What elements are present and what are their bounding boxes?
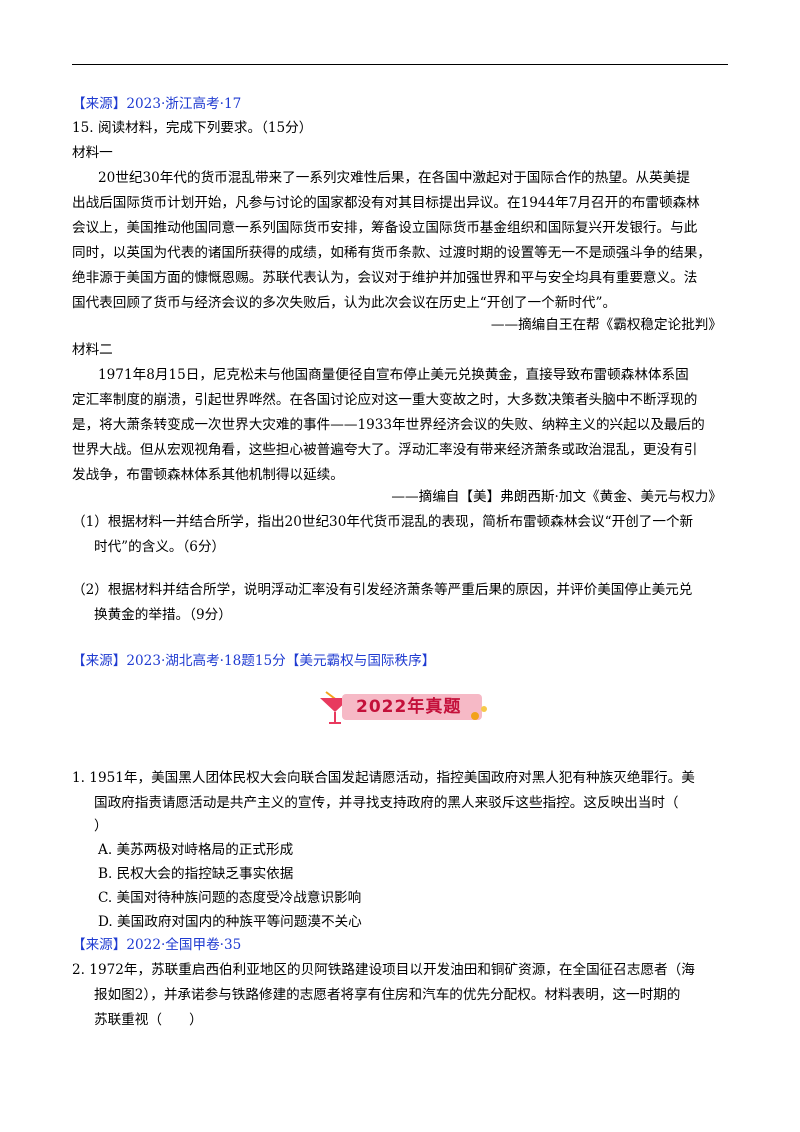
- source-label: 【来源】2023·湖北高考·18题15分【美元霸权与国际秩序】: [72, 653, 436, 669]
- sub-question-2: （2）根据材料并结合所学，说明浮动汇率没有引发经济萧条等严重后果的原因，并评价美…: [72, 582, 693, 598]
- material-2-line: 1971年8月15日，尼克松未与他国商量便径自宣布停止美元兑换黄金，直接导致布雷…: [98, 367, 689, 383]
- banner-background: [342, 694, 482, 720]
- source-label: 【来源】2022·全国甲卷·35: [72, 937, 242, 953]
- material-1-line: 出战后国际货币计划开始，凡参与讨论的国家都没有对其目标提出异议。在1944年7月…: [72, 195, 700, 211]
- material-2-line: 是，将大萧条转变成一次世界大灾难的事件——1933年世界经济会议的失败、纳粹主义…: [72, 417, 705, 433]
- material-1-line: 同时，以英国为代表的诸国所获得的成绩，如稀有货币条款、过渡时期的设置等无一不是顽…: [72, 245, 711, 261]
- material-2-line: 定汇率制度的崩溃，引起世界哗然。在各国讨论应对这一重大变故之时，大多数决策者头脑…: [72, 392, 698, 408]
- option-d: D. 美国政府对国内的种族平等问题漠不关心: [98, 914, 362, 930]
- material-2-label: 材料二: [72, 342, 113, 358]
- question-1-line: 1. 1951年，美国黑人团体民权大会向联合国发起请愿活动，指控美国政府对黑人犯…: [72, 770, 695, 786]
- decorative-dots-icon: [471, 706, 487, 720]
- material-2-citation: ——摘编自【美】弗朗西斯·加文《黄金、美元与权力》: [391, 489, 722, 505]
- material-1-line: 绝非源于美国方面的慷慨恩赐。苏联代表认为，会议对于维护并加强世界和平与安全均具有…: [72, 270, 698, 286]
- question-15-stem: 15. 阅读材料，完成下列要求。（15分）: [72, 120, 313, 136]
- banner-title: 2022年真题: [356, 697, 462, 717]
- material-1-citation: ——摘编自王在帮《霸权稳定论批判》: [490, 317, 722, 333]
- material-1-line: 20世纪30年代的货币混乱带来了一系列灾难性后果，在各国中激起对于国际合作的热望…: [98, 170, 690, 186]
- material-2-line: 发战争，布雷顿森林体系其他机制得以延续。: [72, 467, 344, 483]
- year-banner: 2022年真题: [316, 688, 490, 726]
- question-2-line: 报如图2），并承诺参与铁路修建的志愿者将享有住房和汽车的优先分配权。材料表明，这…: [94, 987, 681, 1003]
- question-1-line: ）: [94, 818, 108, 834]
- material-1-line: 会议上，美国推动他国同意一系列国际货币安排，筹备设立国际货币基金组织和国际复兴开…: [72, 220, 698, 236]
- option-a: A. 美苏两极对峙格局的正式形成: [98, 842, 294, 858]
- sub-question-1: （1）根据材料一并结合所学，指出20世纪30年代货币混乱的表现，简析布雷顿森林会…: [72, 514, 694, 530]
- material-2-line: 世界大战。但从宏观视角看，这些担心被普遍夸大了。浮动汇率没有带来经济萧条或政治混…: [72, 442, 698, 458]
- sub-question-1: 时代”的含义。（6分）: [94, 539, 226, 555]
- sub-question-2: 换黄金的举措。（9分）: [94, 607, 232, 623]
- material-1-label: 材料一: [72, 145, 113, 161]
- material-1-line: 国代表回顾了货币与经济会议的多次失败后，认为此次会议在历史上“开创了一个新时代”…: [72, 295, 617, 311]
- option-c: C. 美国对待种族问题的态度受冷战意识影响: [98, 890, 362, 906]
- header-rule: [72, 64, 728, 65]
- option-b: B. 民权大会的指控缺乏事实依据: [98, 866, 294, 882]
- source-label: 【来源】2023·浙江高考·17: [72, 96, 242, 112]
- question-2-line: 苏联重视（ ）: [94, 1012, 203, 1028]
- question-1-line: 国政府指责请愿活动是共产主义的宣传，并寻找支持政府的黑人来驳斥这些指控。这反映出…: [94, 795, 679, 811]
- question-2-line: 2. 1972年，苏联重启西伯利亚地区的贝阿铁路建设项目以开发油田和铜矿资源，在…: [72, 962, 695, 978]
